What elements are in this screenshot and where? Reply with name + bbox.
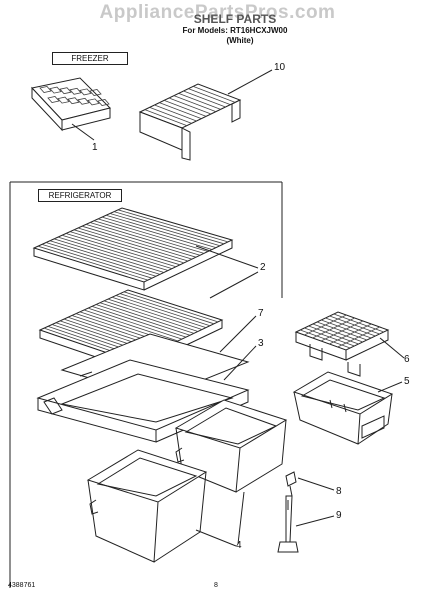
leader-lines [71, 69, 405, 547]
callout-2: 2 [260, 262, 266, 273]
document-number: 4388761 [8, 582, 36, 589]
callout-4: 4 [236, 540, 242, 551]
crisper-drawer-right-drawing [174, 399, 288, 493]
callout-5: 5 [404, 376, 410, 387]
ice-tray-drawing [31, 77, 111, 132]
callout-6: 6 [404, 354, 410, 365]
watermark-text: AppliancePartsPros.com [99, 2, 336, 23]
callout-3: 3 [258, 338, 264, 349]
model-line: For Models: RT16HCXJW00 [182, 26, 288, 35]
diagram-title: SHELF PARTS [193, 12, 277, 26]
crisper-cover-frame-drawing [36, 359, 250, 443]
wire-shelf-upper-drawing [32, 207, 234, 291]
callout-1: 1 [92, 142, 98, 153]
freezer-section-label: FREEZER [52, 52, 128, 65]
crisper-drawer-left-drawing [86, 449, 208, 563]
meat-pan-drawing [292, 371, 394, 445]
color-line: (White) [226, 36, 254, 45]
control-shaft-drawing [277, 495, 299, 553]
callout-10: 10 [274, 62, 286, 73]
meat-pan-cover-drawing [294, 311, 390, 377]
control-knob-drawing [285, 471, 297, 497]
callout-7: 7 [258, 308, 264, 319]
freezer-shelf-drawing [138, 83, 242, 161]
callout-8: 8 [336, 486, 342, 497]
refrigerator-section-label: REFRIGERATOR [38, 189, 122, 202]
page-number: 8 [214, 582, 218, 589]
callout-9: 9 [336, 510, 342, 521]
